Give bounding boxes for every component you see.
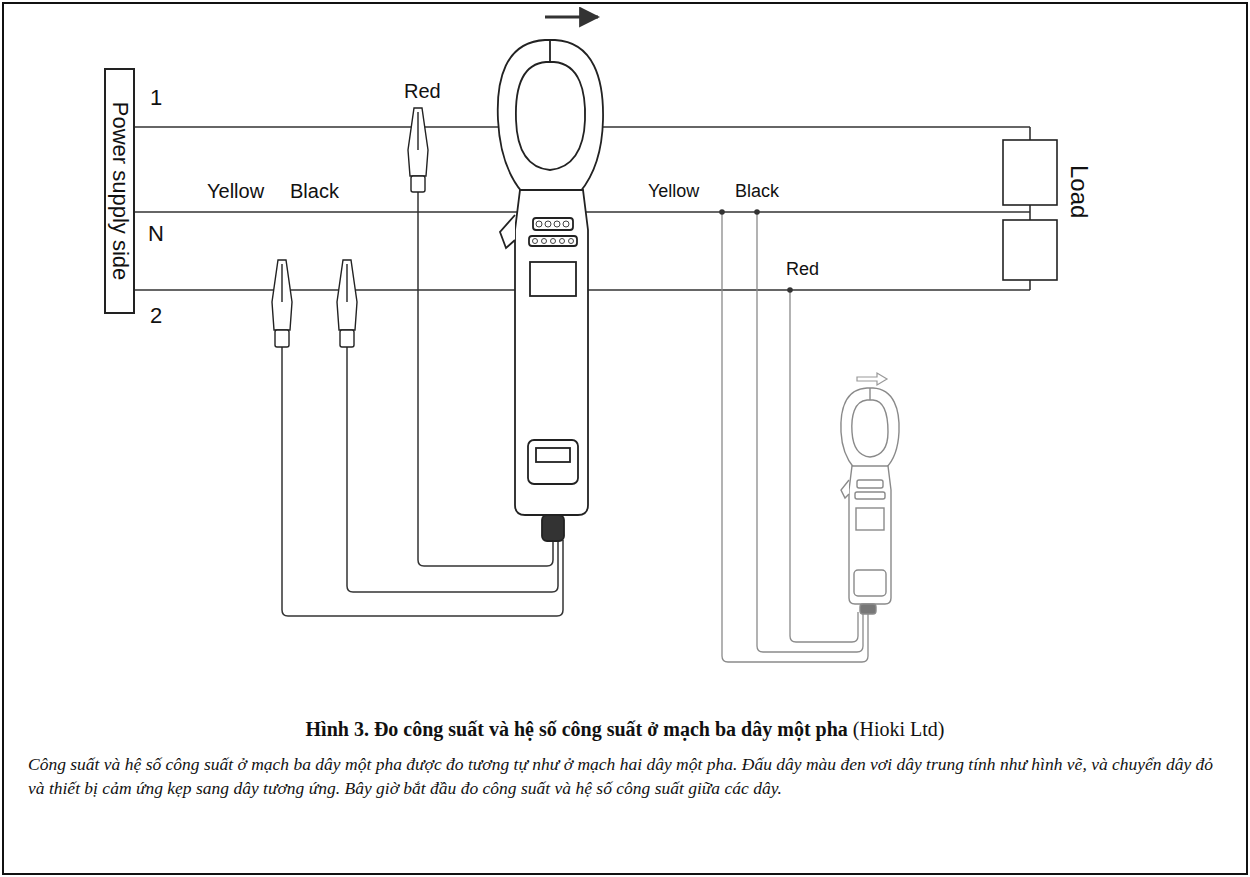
figure-title: Hình 3. Đo công suất và hệ số công suất …	[306, 718, 848, 740]
lead-color-label: Red	[786, 260, 819, 280]
junction-dots	[719, 209, 793, 293]
clamp-meter-small	[841, 388, 899, 614]
figure-caption: Công suất và hệ số công suất ở mạch ba d…	[28, 752, 1223, 800]
source-credit: (Hioki Ltd)	[853, 718, 945, 740]
load-label: Load	[1066, 165, 1092, 218]
wire-label: 1	[150, 86, 162, 110]
wire-label: N	[148, 222, 164, 246]
figure-frame	[3, 3, 1247, 874]
lead-color-label: Red	[404, 80, 441, 102]
alligator-clips	[272, 108, 428, 347]
power-supply-box: Power supply side	[104, 68, 135, 314]
current-direction-arrow	[545, 16, 598, 19]
clamp-meter-main	[498, 40, 603, 541]
load-resistors	[1003, 140, 1057, 280]
lead-color-label: Black	[290, 180, 339, 202]
figure-title-line: Hình 3. Đo công suất và hệ số công suất …	[20, 718, 1230, 741]
box-label: Power supply side	[109, 102, 131, 281]
lead-color-label: Black	[735, 182, 779, 202]
lead-color-label: Yellow	[207, 180, 264, 202]
lead-color-label: Yellow	[648, 182, 699, 202]
current-direction-arrow-small	[857, 373, 887, 385]
wire-label: 2	[150, 304, 162, 328]
meter-buttons	[533, 221, 574, 244]
